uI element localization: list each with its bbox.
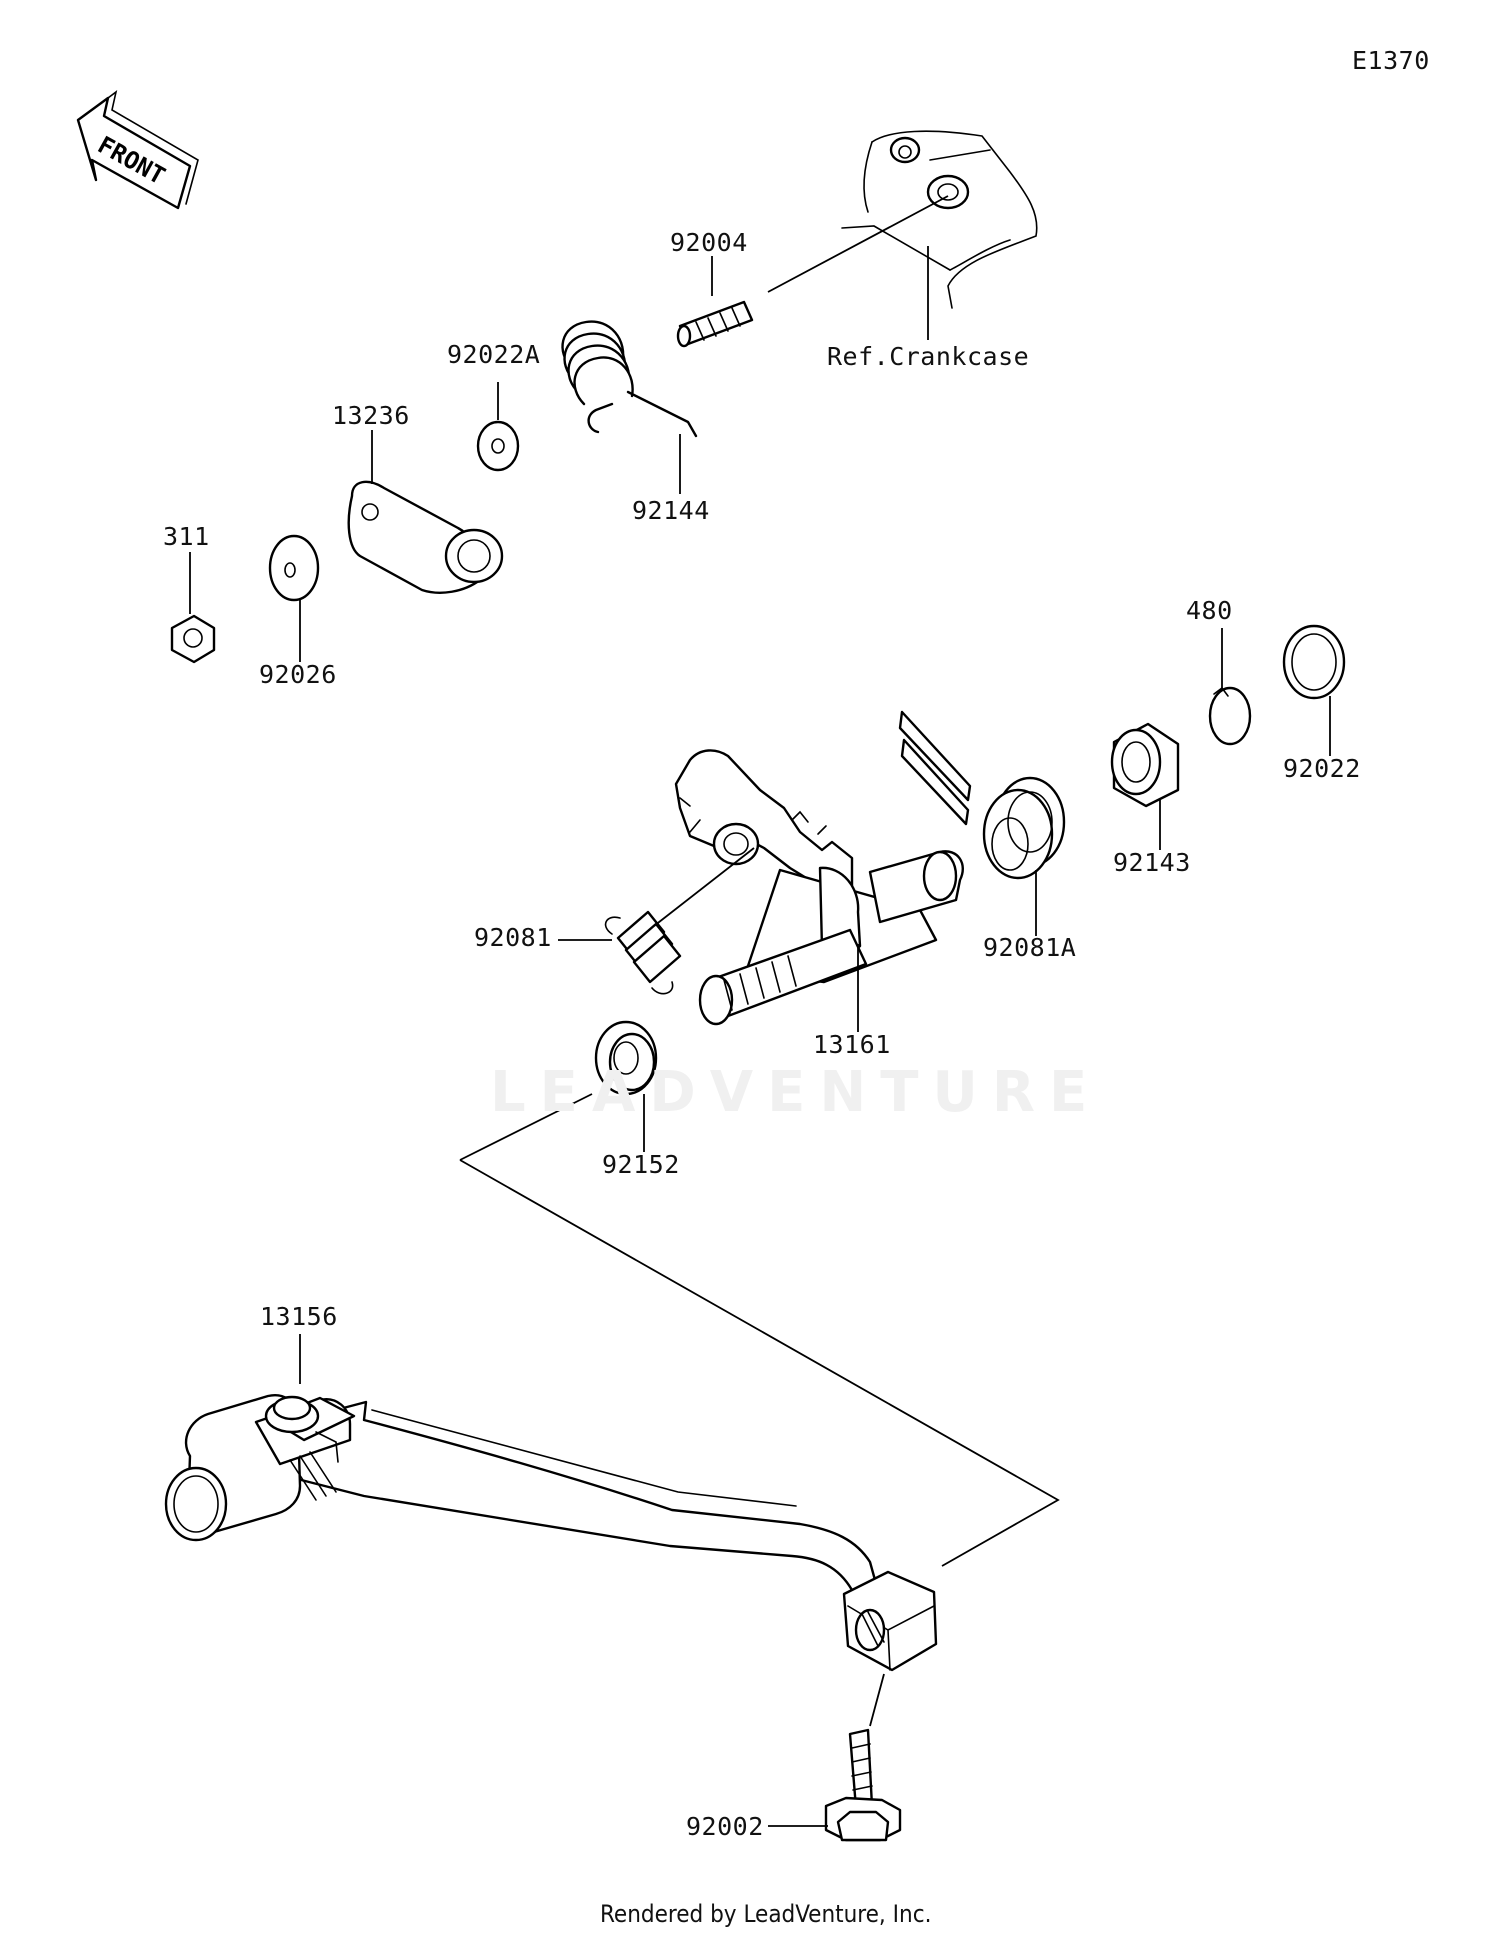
part-92081-spring xyxy=(558,847,755,995)
part-label-92026[interactable]: 92026 xyxy=(259,660,337,689)
part-92022-washer xyxy=(1282,624,1346,756)
part-13236-lever xyxy=(347,430,504,594)
part-label-92002[interactable]: 92002 xyxy=(686,1812,764,1841)
part-label-92004[interactable]: 92004 xyxy=(670,228,748,257)
part-label-92022[interactable]: 92022 xyxy=(1283,754,1361,783)
part-label-92152[interactable]: 92152 xyxy=(602,1150,680,1179)
part-92152-washer xyxy=(594,1020,658,1152)
part-92002-bolt xyxy=(768,1673,902,1842)
part-label-92081[interactable]: 92081 xyxy=(474,923,552,952)
front-arrow-icon: FRONT xyxy=(76,90,199,210)
part-92144-spring xyxy=(561,320,698,494)
watermark: LEADVENTURE xyxy=(490,1060,1102,1125)
diagram-id: E1370 xyxy=(1352,46,1430,75)
part-label-92081a[interactable]: 92081A xyxy=(983,933,1077,962)
part-label-92143[interactable]: 92143 xyxy=(1113,848,1191,877)
part-92022a-washer xyxy=(476,382,520,472)
assembly-reference-lines xyxy=(459,1093,1060,1567)
part-92143-collar xyxy=(1110,722,1180,850)
part-13156-shift-pedal xyxy=(164,1334,938,1672)
part-92004-pin xyxy=(676,256,754,348)
part-label-13236[interactable]: 13236 xyxy=(332,401,410,430)
part-label-13161[interactable]: 13161 xyxy=(813,1030,891,1059)
part-label-13156[interactable]: 13156 xyxy=(260,1302,338,1331)
footer: Rendered by LeadVenture, Inc. xyxy=(600,1900,932,1928)
part-label-311[interactable]: 311 xyxy=(163,522,210,551)
part-label-92022a[interactable]: 92022A xyxy=(447,340,541,369)
part-92026-washer xyxy=(268,534,320,662)
part-label-92144[interactable]: 92144 xyxy=(632,496,710,525)
part-13161-shift-shaft xyxy=(674,749,964,1032)
reference-note: Ref.Crankcase xyxy=(827,342,1030,371)
part-311-nut xyxy=(170,552,216,664)
part-92081a-spring xyxy=(898,710,1066,936)
crankcase-reference xyxy=(767,130,1038,340)
part-480-circlip xyxy=(1208,628,1252,746)
part-label-480[interactable]: 480 xyxy=(1186,596,1233,625)
